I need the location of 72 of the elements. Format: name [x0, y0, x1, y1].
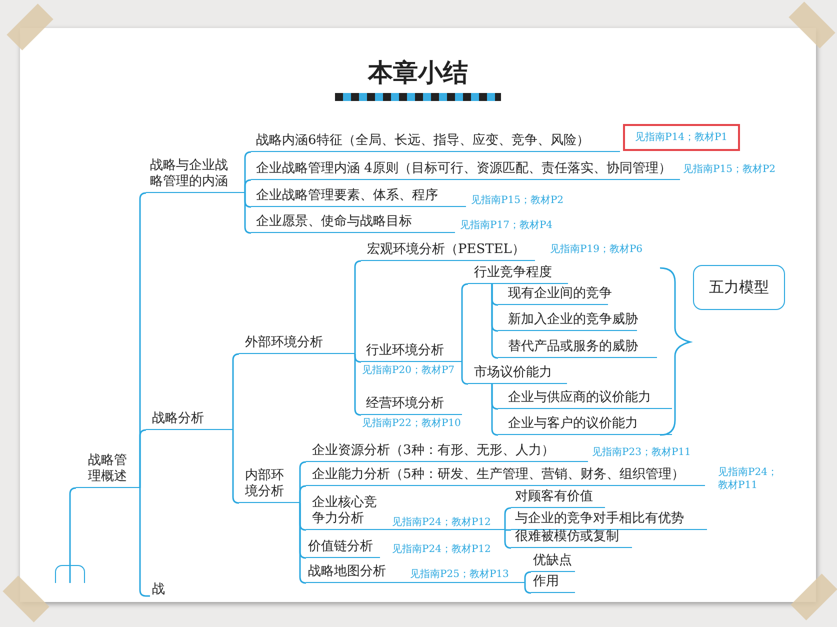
topic-text: 战略与企业战略管理的内涵 [149, 158, 229, 191]
topic-underline [511, 490, 605, 508]
topic-underline [146, 410, 233, 430]
topic-text: 对顾客有价值 [514, 489, 593, 506]
topic-underline [498, 415, 672, 435]
topic-underline [239, 334, 355, 354]
title: 本章小结 [366, 58, 469, 88]
topic-underline [468, 364, 567, 384]
topic-text: 企业与供应商的议价能力 [507, 390, 651, 407]
topic-underline [498, 338, 657, 358]
connector-line [504, 507, 512, 530]
topic-text: 内部环境分析 [244, 468, 285, 501]
page-reference: 见指南P22；教材P10 [362, 417, 461, 430]
topic-text: 企业资源分析（3种：有形、无形、人力） [311, 443, 554, 460]
topic-text: 新加入企业的竞争威胁 [507, 312, 638, 329]
topic-text: 很难被模仿或复制 [514, 529, 619, 546]
connector-line [244, 179, 252, 193]
topic-underline [306, 562, 525, 583]
topic-underline [511, 510, 707, 530]
page-reference: 见指南P15；教材P2 [683, 163, 776, 176]
connector-line [461, 362, 469, 385]
page-reference: 见指南P24；教材P12 [392, 543, 491, 556]
topic-text: 价值链分析 [307, 539, 373, 556]
connector-line [139, 429, 147, 488]
model-box [693, 265, 785, 310]
topic-text: 市场议价能力 [473, 365, 552, 382]
topic-text: 现有企业间的竞争 [507, 286, 612, 303]
page-reference: 见指南P24；教材P12 [392, 516, 491, 529]
connector-line [524, 583, 532, 594]
topic-text: 经营环境分析 [365, 396, 444, 413]
topic-underline [239, 465, 300, 503]
topic-underline [531, 574, 575, 593]
topic-text: 宏观环境分析（PESTEL） [366, 242, 525, 259]
highlighted-reference: 见指南P14；教材P1 [623, 124, 740, 151]
connector-line [299, 485, 307, 503]
topic-text: 战略分析 [151, 411, 204, 428]
topic-underline [498, 389, 672, 409]
topic-text: 战 [151, 582, 165, 599]
topic-text: 企业愿景、使命与战略目标 [255, 214, 412, 231]
page-reference: 见指南P24；教材P11 [718, 466, 778, 492]
page-reference: 见指南P17；教材P4 [460, 219, 553, 232]
topic-underline [511, 531, 632, 548]
topic-underline [468, 264, 568, 284]
topic-underline [306, 492, 505, 530]
connector-line [504, 530, 512, 549]
topic-text: 企业战略管理要素、体系、程序 [255, 188, 438, 205]
topic-underline [531, 553, 575, 572]
page-reference: 见指南P23；教材P11 [592, 446, 691, 459]
topic-text: 企业战略管理内涵 4原则（目标可行、资源匹配、责任落实、协同管理） [255, 161, 672, 178]
topic-underline [498, 311, 637, 331]
page-reference: 见指南P15；教材P2 [471, 194, 564, 207]
topic-text: 行业竞争程度 [473, 265, 552, 282]
page-reference: 见指南P19；教材P6 [550, 243, 643, 256]
topic-text: 企业与客户的议价能力 [507, 416, 638, 433]
connector-line [524, 571, 532, 583]
topic-text: 五力模型 [709, 278, 769, 296]
topic-text: 行业环境分析 [365, 343, 444, 360]
topic-text: 企业核心竞争力分析 [311, 495, 378, 528]
connector-line [505, 529, 511, 531]
topic-text: 优缺点 [532, 553, 572, 570]
topic-text: 战略管理概述 [87, 453, 128, 486]
topic-text: 企业能力分析（5种：研发、生产管理、营销、财务、组织管理） [311, 467, 684, 484]
empty-box [55, 565, 85, 583]
topic-text: 作用 [532, 574, 559, 591]
page-reference: 见指南P20；教材P7 [362, 364, 455, 377]
page-reference: 见指南P25；教材P13 [410, 568, 509, 581]
topic-text: 战略地图分析 [307, 564, 386, 581]
topic-underline [146, 155, 245, 193]
topic-text: 与企业的竞争对手相比有优势 [514, 511, 684, 528]
topic-text: 外部环境分析 [244, 335, 323, 352]
topic-text: 战略内涵6特征（全局、长远、指导、应变、竞争、风险） [255, 133, 590, 150]
topic-text: 替代产品或服务的威胁 [507, 339, 638, 356]
